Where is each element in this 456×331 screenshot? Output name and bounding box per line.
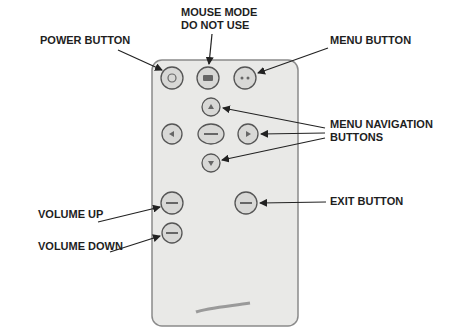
callout-label: MOUSE MODE DO NOT USE <box>181 6 265 32</box>
callout-label: VOLUME DOWN <box>38 240 128 253</box>
callout-label: VOLUME UP <box>38 208 118 221</box>
callout-label: EXIT BUTTON <box>330 195 440 208</box>
leader-arrows <box>98 34 328 252</box>
button-symbols <box>166 74 252 234</box>
remote-body <box>152 60 298 326</box>
callout-label: POWER BUTTON <box>40 34 140 47</box>
brand-mark <box>196 303 250 312</box>
callout-label: MENU NAVIGATION BUTTONS <box>330 118 442 144</box>
callout-label: MENU BUTTON <box>330 34 440 47</box>
